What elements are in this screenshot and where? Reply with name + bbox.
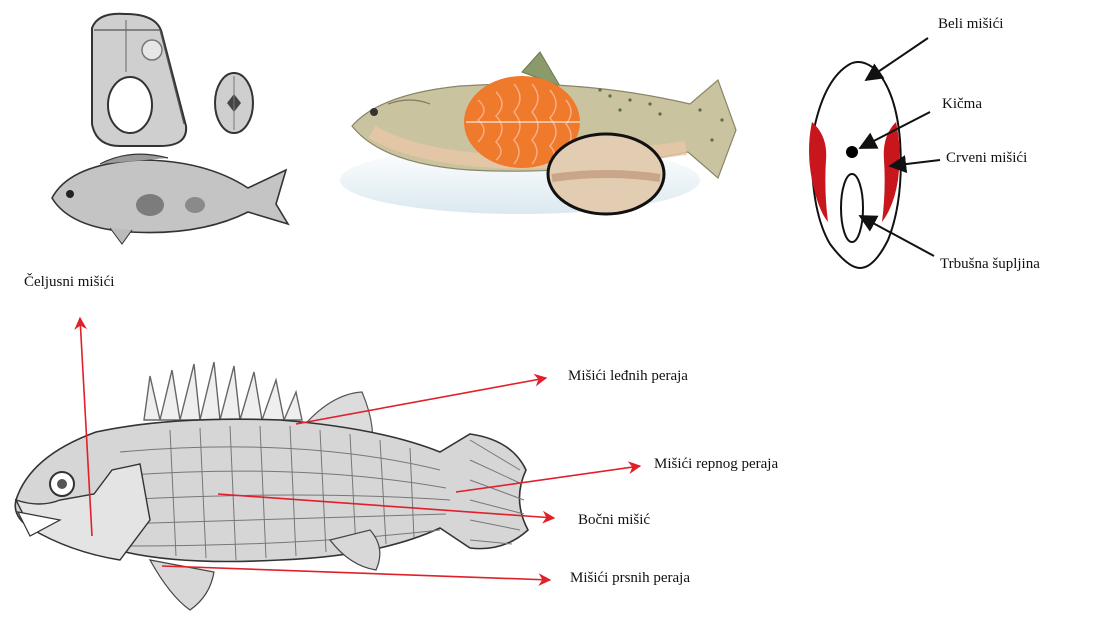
label-body-cavity: Trbušna šupljina <box>940 256 1040 273</box>
label-white-muscle: Beli mišići <box>938 16 1003 33</box>
arrow-pectoral-fin-muscles <box>162 566 550 580</box>
label-lateral-muscle: Bočni mišić <box>578 512 650 529</box>
trout-illustration <box>340 52 736 214</box>
spine-dot <box>846 146 858 158</box>
label-caudal-fin-muscles: Mišići repnog peraja <box>654 456 778 473</box>
large-segment-icon <box>92 14 186 146</box>
label-pectoral-fin-muscles: Mišići prsnih peraja <box>570 570 690 587</box>
perch-illustration <box>15 362 528 610</box>
label-spine: Kičma <box>942 96 982 113</box>
cross-section-diagram <box>809 38 940 268</box>
small-segment-icon <box>215 73 253 133</box>
label-red-muscle: Crveni mišići <box>946 150 1027 167</box>
label-dorsal-fin-muscles: Mišići leđnih peraja <box>568 368 688 385</box>
small-fish-icon <box>52 154 288 244</box>
fish-segments-illustration <box>52 14 288 244</box>
label-jaw-muscles: Čeljusni mišići <box>24 274 114 291</box>
